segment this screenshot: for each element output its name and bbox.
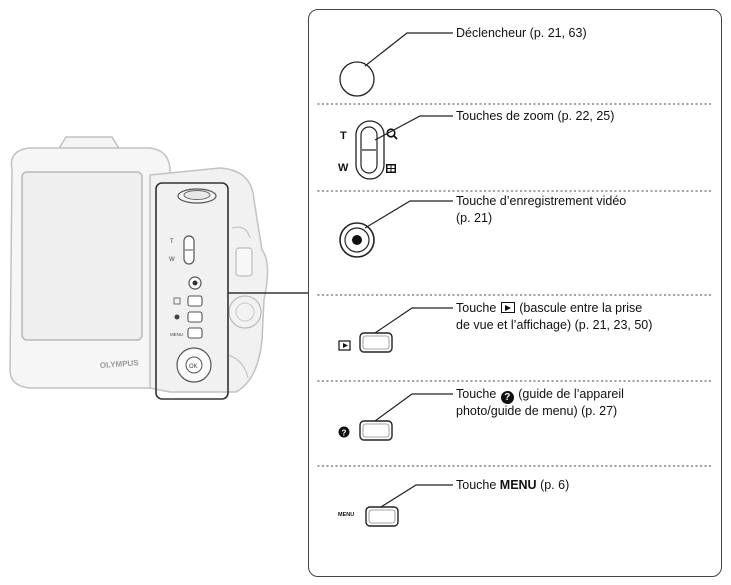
play-leader-line — [374, 307, 453, 334]
camera-grip-port — [235, 247, 253, 277]
play-label-line2: de vue et l’affichage) (p. 21, 23, 50) — [456, 318, 653, 332]
camera-play-button — [187, 295, 203, 307]
play-label-line1: Touche (bascule entre la prise — [456, 300, 642, 317]
guide-label-line2: photo/guide de menu) (p. 27) — [456, 404, 618, 418]
menu-label-post: (p. 6) — [536, 478, 570, 492]
svg-text:?: ? — [342, 429, 347, 438]
guide-inline-icon: ? — [500, 391, 514, 404]
controls-highlight-box — [155, 182, 229, 400]
zoom-wide-glyph: W — [338, 162, 349, 174]
guide-leader-line — [374, 393, 453, 422]
menu-label-pre: Touche — [456, 478, 500, 492]
camera-guide-button — [187, 311, 203, 323]
zoom-label: Touches de zoom (p. 22, 25) — [456, 109, 615, 123]
zoom-tele-glyph: T — [340, 130, 347, 142]
guide-label-post: (guide de l’appareil — [514, 387, 624, 401]
camera-menu-glyph: MENU — [170, 332, 183, 337]
camera-tele-glyph: T — [170, 239, 174, 245]
camera-side-screw — [228, 295, 262, 329]
play-inline-icon — [500, 302, 515, 313]
camera-ok-glyph: OK — [189, 364, 198, 370]
shutter-leader-line — [364, 32, 453, 67]
camera-side — [149, 167, 269, 393]
play-label-post: (bascule entre la prise — [515, 301, 643, 315]
shutter-label: Déclencheur (p. 21, 63) — [456, 26, 587, 40]
camera-lcd-screen — [21, 171, 143, 341]
menu-label-bold: MENU — [499, 478, 537, 492]
menu-glyph-text: MENU — [338, 512, 355, 518]
record-leader-line — [364, 200, 453, 229]
record-label-line2: (p. 21) — [456, 211, 493, 225]
zoom-leader-line — [374, 115, 453, 141]
play-label-pre: Touche — [456, 301, 500, 315]
guide-label-line1: Touche ? (guide de l’appareil — [456, 386, 624, 404]
shutter-button-icon — [339, 61, 375, 97]
menu-leader-line — [380, 484, 453, 508]
guide-label-pre: Touche — [456, 387, 500, 401]
zoom-index-icon — [386, 164, 396, 173]
camera-wide-glyph: W — [169, 257, 175, 263]
record-label-line1: Touche d’enregistrement vidéo — [456, 194, 627, 208]
camera-brand-text: OLYMPUS — [100, 358, 140, 370]
controls-callout-panel — [308, 9, 722, 577]
guide-glyph-icon — [338, 426, 350, 438]
menu-label: Touche MENU (p. 6) — [456, 477, 569, 494]
camera-menu-button — [187, 327, 203, 339]
